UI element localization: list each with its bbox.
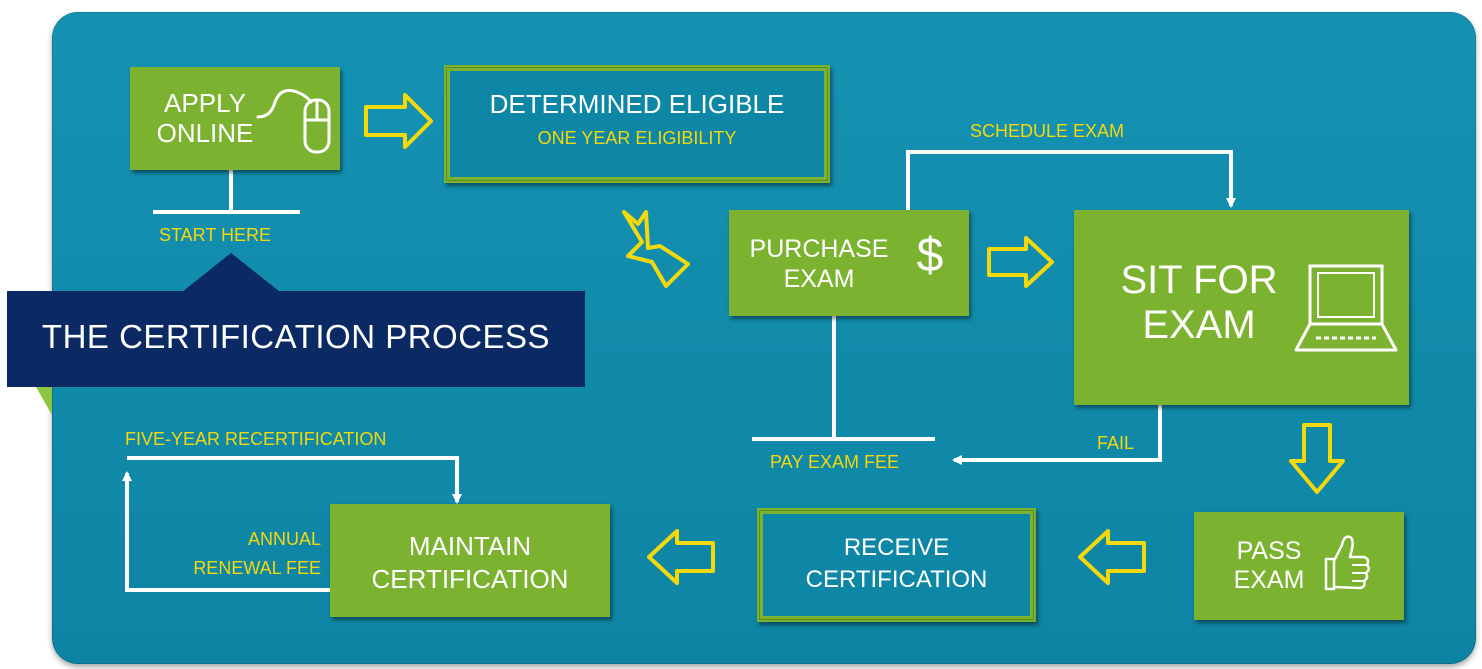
pass-line2: EXAM [1233, 566, 1305, 594]
recertification-left-loop [122, 471, 330, 592]
receive-certification-box [757, 508, 1036, 622]
banner-pointer [182, 253, 280, 292]
receive-certification-label: RECEIVE CERTIFICATION [757, 532, 1036, 596]
laptop-icon [1294, 264, 1398, 352]
receive-line2: CERTIFICATION [805, 566, 988, 593]
pay-exam-fee-stand [752, 316, 935, 441]
title-banner: THE CERTIFICATION PROCESS [7, 291, 585, 387]
purchase-line1: PURCHASE [749, 235, 889, 263]
receive-line1: RECEIVE [843, 534, 950, 561]
arrow-pass-to-receive [1078, 529, 1146, 585]
maintain-line1: MAINTAIN [408, 531, 532, 561]
five-year-recertification-label: FIVE-YEAR RECERTIFICATION [125, 429, 387, 449]
arrow-purchase-to-sit [987, 236, 1054, 288]
apply-line2: ONLINE [156, 118, 254, 148]
annual-label: ANNUAL [247, 529, 321, 549]
arrow-apply-to-eligible [364, 93, 433, 149]
renewal-fee-label: RENEWAL FEE [193, 558, 321, 578]
banner-fold [36, 387, 52, 415]
arrow-eligible-to-purchase [622, 210, 690, 288]
maintain-certification-label: MAINTAIN CERTIFICATION [330, 530, 610, 596]
sit-for-exam-box [1074, 210, 1409, 405]
purchase-exam-box [729, 210, 969, 316]
pass-line1: PASS [1236, 537, 1302, 565]
apply-line1: APPLY [164, 88, 246, 118]
arrow-sit-to-pass [1289, 423, 1345, 494]
start-here-label: START HERE [159, 225, 272, 245]
pay-exam-fee-label: PAY EXAM FEE [770, 452, 900, 472]
thumbs-up-icon [1324, 535, 1370, 591]
purchase-line2: EXAM [783, 265, 855, 293]
maintain-line2: CERTIFICATION [371, 564, 569, 594]
maintain-certification-box [330, 504, 610, 617]
arrow-receive-to-maintain [647, 529, 715, 585]
pass-exam-label: PASS EXAM [1214, 537, 1324, 595]
recertification-top-loop [127, 456, 462, 504]
fail-label: FAIL [1097, 433, 1135, 453]
sit-for-exam-label: SIT FOR EXAM [1104, 258, 1294, 348]
sit-line1: SIT FOR [1120, 258, 1278, 302]
schedule-exam-connector [906, 150, 1236, 210]
eligible-subtitle: ONE YEAR ELIGIBILITY [537, 128, 737, 148]
determined-eligible-box [444, 65, 830, 183]
dollar-icon: $ [916, 229, 944, 282]
schedule-exam-label: SCHEDULE EXAM [970, 121, 1125, 141]
eligible-title: DETERMINED ELIGIBLE [489, 89, 785, 119]
page-title: THE CERTIFICATION PROCESS [41, 318, 551, 355]
apply-online-label: APPLY ONLINE [140, 88, 270, 148]
fail-connector [952, 405, 1162, 465]
purchase-exam-label: PURCHASE EXAM [734, 234, 904, 294]
start-here-stand [153, 170, 300, 214]
sit-line2: EXAM [1142, 303, 1256, 347]
mouse-icon [256, 88, 331, 154]
